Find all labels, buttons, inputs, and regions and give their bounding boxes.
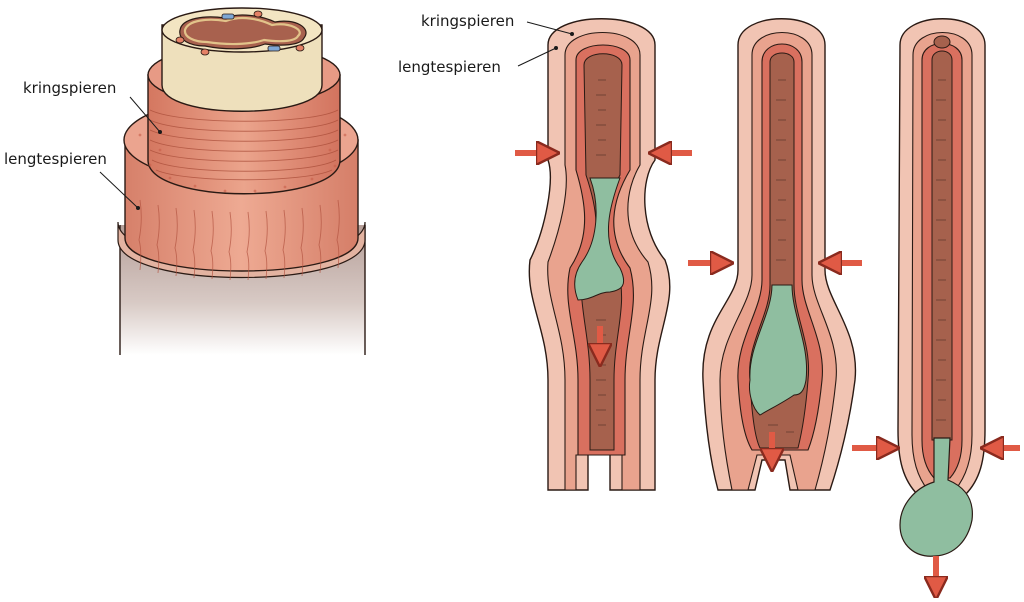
- stage2-food-bolus: [749, 284, 808, 416]
- label-right-longitudinal: lengtespieren: [398, 58, 501, 76]
- label-left-longitudinal: lengtespieren: [4, 150, 107, 168]
- label-right-circular: kringspieren: [421, 12, 515, 30]
- layered-tube-illustration: [99, 7, 366, 355]
- cross-section-core: [161, 7, 323, 112]
- peristalsis-stage-3: [852, 18, 1020, 588]
- peristalsis-stage-1: [515, 18, 692, 491]
- leader-right-circular: [526, 21, 573, 35]
- leader-left-circular: [129, 96, 161, 133]
- stage1-food-bolus: [574, 177, 625, 301]
- leader-right-longitudinal: [517, 47, 557, 67]
- stage3-food-bolus: [899, 437, 973, 557]
- peristalsis-stage-2: [688, 18, 862, 491]
- leader-left-longitudinal: [99, 171, 139, 209]
- label-left-circular: kringspieren: [23, 79, 117, 97]
